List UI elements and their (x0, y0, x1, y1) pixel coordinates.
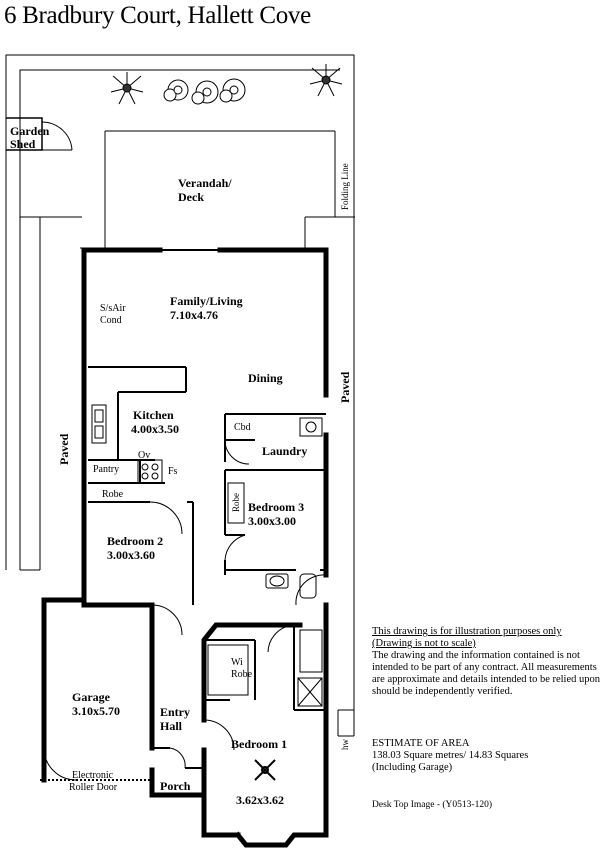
bedroom-2-size: 3.00x3.60 (107, 548, 155, 562)
boundary-lines (5, 54, 355, 737)
wi-robe-label-1: Wi (231, 657, 243, 668)
roller-door-label-1: Electronic (72, 770, 114, 781)
door-swings (43, 439, 327, 781)
entry-hall-label-2: Hall (160, 719, 183, 733)
dining-label: Dining (248, 371, 283, 385)
estimate-line-1: 138.03 Square metres/ 14.83 Squares (372, 750, 529, 761)
oven-label: Ov (138, 450, 150, 461)
garden-shed (6, 117, 73, 151)
garden-plants (110, 64, 343, 105)
robe-3-label: Robe (231, 493, 241, 512)
estimate-heading: ESTIMATE OF AREA (372, 738, 470, 749)
garden-shed-label-1: Garden (10, 124, 50, 138)
paved-right-label: Paved (338, 371, 352, 403)
garage-size: 3.10x5.70 (72, 704, 120, 718)
garden-shed-label-2: Shed (10, 137, 36, 151)
verandah-label-1: Verandah/ (178, 176, 232, 190)
estimate-line-2: (Including Garage) (372, 762, 453, 773)
robe-2-label: Robe (102, 489, 124, 500)
verandah-label-2: Deck (178, 190, 204, 204)
garage-label: Garage (72, 690, 111, 704)
porch-label: Porch (160, 779, 191, 793)
ss-air-label-1: S/sAir (100, 303, 126, 314)
folding-line-label: Folding Line (340, 163, 350, 210)
cbd-label: Cbd (234, 422, 251, 433)
laundry-label: Laundry (262, 444, 307, 458)
wi-robe-label-2: Robe (231, 669, 253, 680)
room-labels: Garden Shed Verandah/ Deck Folding Line … (10, 124, 352, 807)
disclaimer-line-2: (Drawing is not to scale) (372, 638, 476, 649)
paved-left-label: Paved (57, 433, 71, 465)
bedroom-1-label: Bedroom 1 (231, 737, 287, 751)
bedroom-1-size: 3.62x3.62 (236, 793, 284, 807)
bedroom-3-size: 3.00x3.00 (248, 514, 296, 528)
page-title: 6 Bradbury Court, Hallett Cove (4, 2, 311, 29)
hot-water-label: hw (340, 739, 350, 751)
ceiling-fan-icon (254, 759, 276, 781)
roller-door-label-2: Roller Door (69, 782, 118, 793)
disclaimer-body: The drawing and the information containe… (372, 650, 601, 697)
kitchen-size: 4.00x3.50 (131, 422, 179, 436)
disclaimer: This drawing is for illustration purpose… (372, 626, 612, 698)
area-estimate: ESTIMATE OF AREA 138.03 Square metres/ 1… (372, 738, 612, 774)
family-living-label: Family/Living (170, 294, 243, 308)
image-reference: Desk Top Image - (Y0513-120) (372, 800, 492, 810)
interior-walls (40, 366, 326, 781)
disclaimer-line-1: This drawing is for illustration purpose… (372, 626, 562, 637)
ss-air-label-2: Cond (100, 315, 122, 326)
entry-hall-label-1: Entry (160, 705, 190, 719)
exterior-walls (41, 247, 329, 848)
kitchen-fixtures (91, 404, 323, 707)
family-living-size: 7.10x4.76 (170, 308, 218, 322)
fridge-space-label: Fs (168, 466, 178, 477)
kitchen-label: Kitchen (133, 408, 174, 422)
bedroom-3-label: Bedroom 3 (248, 500, 304, 514)
pantry-label: Pantry (93, 464, 119, 475)
bedroom-2-label: Bedroom 2 (107, 534, 163, 548)
